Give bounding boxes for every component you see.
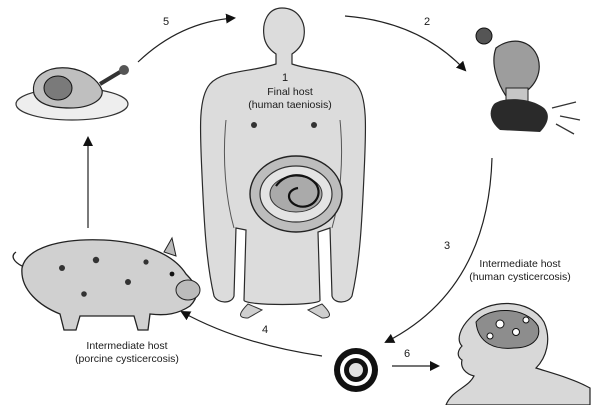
- intermediate-porcine-host-subtitle: (porcine cysticercosis): [52, 353, 202, 366]
- final-host-label: Final host (human taeniosis): [234, 86, 346, 112]
- final-host-title: Final host: [234, 86, 346, 99]
- arrow-2-to-egg-release: [345, 16, 465, 70]
- intermediate-human-host-label: Intermediate host (human cysticercosis): [450, 258, 590, 284]
- final-host-subtitle: (human taeniosis): [234, 99, 346, 112]
- intermediate-porcine-host-title: Intermediate host: [52, 340, 202, 353]
- human-head-illustration: [446, 303, 590, 405]
- step-1-label: 1: [282, 72, 288, 84]
- pig-illustration: [13, 238, 200, 330]
- arrow-4-to-pig: [182, 312, 322, 356]
- step-3-label: 3: [444, 240, 450, 252]
- intermediate-human-host-title: Intermediate host: [450, 258, 590, 271]
- step-4-label: 4: [262, 324, 268, 336]
- arrow-5-to-final-host: [138, 18, 234, 62]
- taenia-egg-illustration: [334, 348, 378, 392]
- step-5-label: 5: [163, 16, 169, 28]
- egg-release-illustration: [476, 28, 580, 134]
- intermediate-human-host-subtitle: (human cysticercosis): [450, 271, 590, 284]
- pork-meat-illustration: [16, 65, 129, 120]
- step-2-label: 2: [424, 16, 430, 28]
- step-6-label: 6: [404, 348, 410, 360]
- intestine-illustration: [250, 156, 342, 232]
- intermediate-porcine-host-label: Intermediate host (porcine cysticercosis…: [52, 340, 202, 366]
